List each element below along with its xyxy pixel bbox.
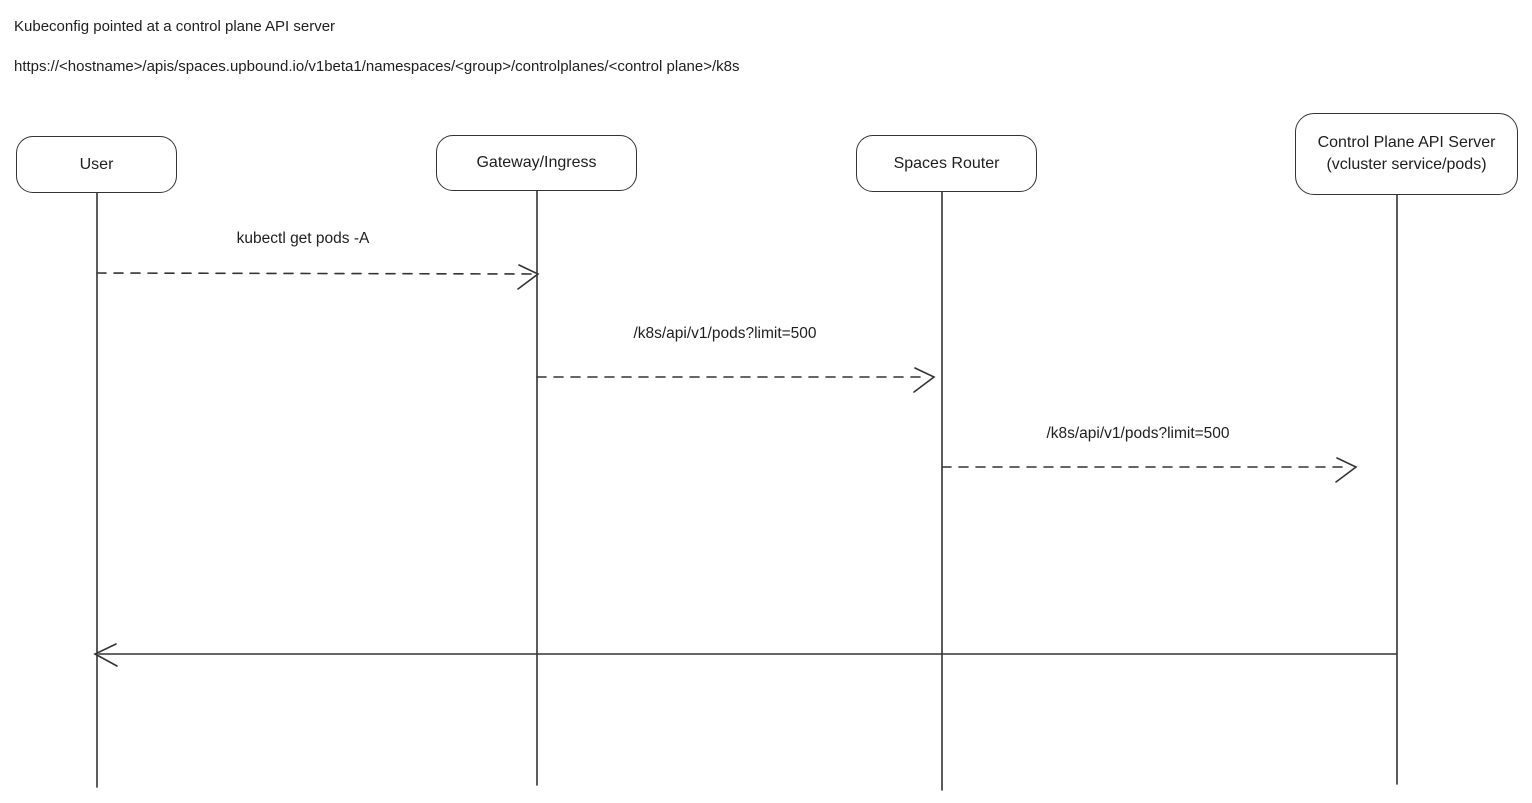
message-label-kubectl-get-pods: kubectl get pods -A: [236, 230, 370, 247]
actor-gateway-ingress-label: Gateway/Ingress: [476, 154, 597, 172]
arrow-spaces-router-to-control-plane: [941, 457, 1358, 483]
actor-gateway-ingress: Gateway/Ingress: [436, 135, 637, 191]
arrow-user-to-gateway: [96, 264, 540, 290]
message-label-k8s-api-pods-2: /k8s/api/v1/pods?limit=500: [1046, 425, 1230, 442]
actor-user-label: User: [79, 155, 114, 173]
actor-spaces-router-label: Spaces Router: [893, 154, 1000, 172]
message-label-k8s-api-pods-1: /k8s/api/v1/pods?limit=500: [633, 325, 817, 342]
actor-control-plane-label: Control Plane API Server: [1317, 134, 1496, 152]
diagram-title: Kubeconfig pointed at a control plane AP…: [14, 18, 336, 35]
actor-control-plane-sublabel: (vcluster service/pods): [1326, 156, 1487, 173]
arrow-gateway-to-spaces-router: [536, 367, 936, 393]
control-plane-api-url: https://<hostname>/apis/spaces.upbound.i…: [14, 58, 740, 75]
arrow-control-plane-to-user-return: [93, 643, 1397, 667]
actor-spaces-router: Spaces Router: [856, 135, 1037, 192]
actor-user: User: [16, 136, 177, 193]
actor-control-plane-api-server: Control Plane API Server (vcluster servi…: [1295, 113, 1518, 195]
